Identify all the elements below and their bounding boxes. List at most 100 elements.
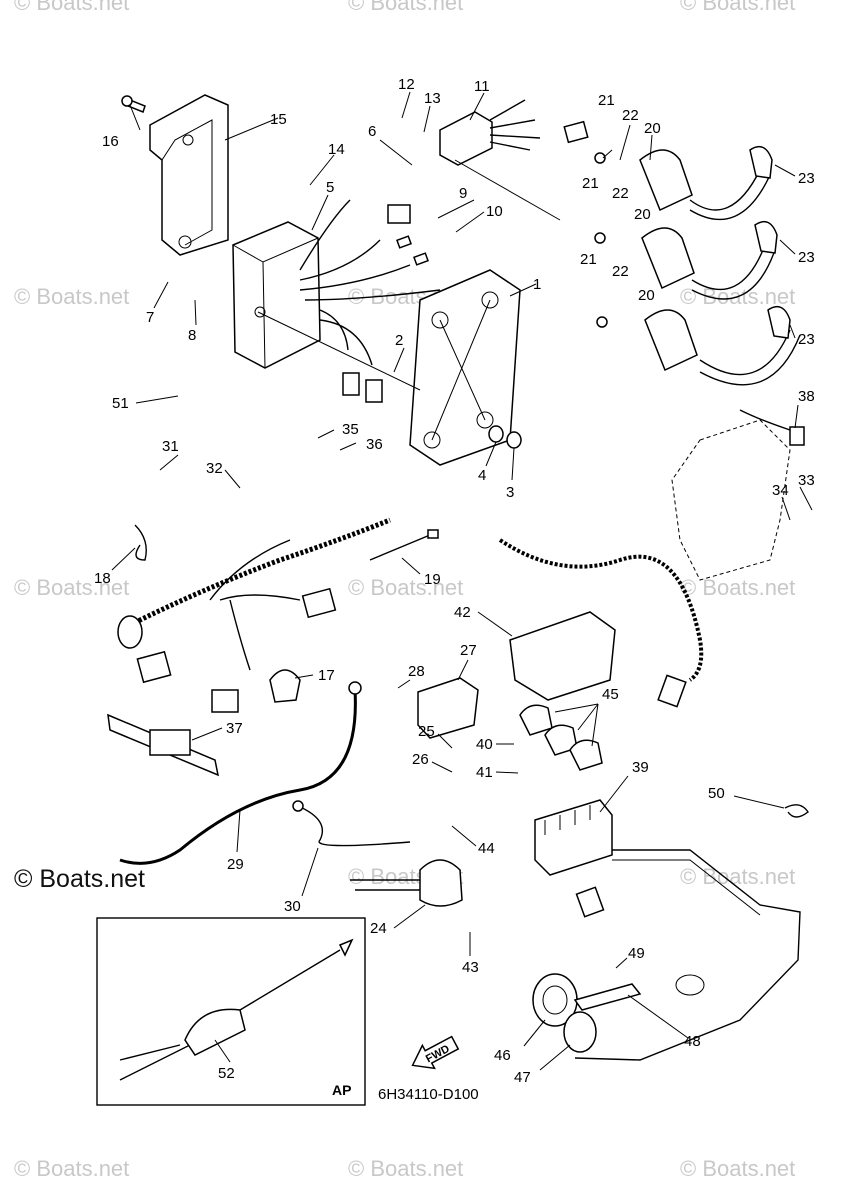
callout-7: 7 — [146, 309, 154, 326]
clip-part-18 — [134, 524, 147, 561]
leader-line — [257, 311, 421, 391]
plug-caps-part-23 — [689, 145, 801, 386]
callout-40: 40 — [476, 736, 493, 753]
callout-23c: 23 — [798, 331, 815, 348]
watermark-bottom-center: © Boats.net — [348, 1156, 464, 1181]
watermark-top-right: © Boats.net — [680, 0, 796, 15]
clamp-part-17 — [269, 669, 301, 703]
watermark-mid-left: © Boats.net — [14, 284, 130, 309]
callout-22b: 22 — [612, 185, 629, 202]
callout-44: 44 — [478, 840, 495, 857]
callout-14: 14 — [328, 141, 345, 158]
callout-24: 24 — [370, 920, 387, 937]
callout-35: 35 — [342, 421, 359, 438]
relay-block-part-39 — [534, 799, 613, 918]
callout-18: 18 — [94, 570, 111, 587]
watermark-foreground: © Boats.net — [14, 865, 145, 893]
callout-52: 52 — [218, 1065, 235, 1082]
watermark-bottom-left: © Boats.net — [14, 1156, 130, 1181]
ignition-coils-part-20 — [639, 149, 698, 372]
callout-23a: 23 — [798, 170, 815, 187]
callout-45: 45 — [602, 686, 619, 703]
cover-part-15 — [149, 94, 229, 256]
inset-label: AP — [332, 1082, 351, 1098]
watermark-row3-center: © Boats.net — [348, 575, 464, 600]
watermark-top-left: © Boats.net — [14, 0, 130, 15]
callout-5: 5 — [326, 179, 334, 196]
bolt-part-16 — [121, 95, 146, 113]
callout-48: 48 — [684, 1033, 701, 1050]
callout-9: 9 — [459, 185, 467, 202]
callout-29: 29 — [227, 856, 244, 873]
fwd-arrow — [411, 1035, 460, 1070]
callout-33: 33 — [798, 472, 815, 489]
engine-outline — [671, 419, 791, 581]
callout-1: 1 — [533, 276, 541, 293]
cdi-unit-part-5 — [232, 199, 441, 403]
bolts-part-21 — [594, 152, 608, 328]
callout-27: 27 — [460, 642, 477, 659]
callout-43: 43 — [462, 959, 479, 976]
caps-part-45 — [519, 704, 603, 771]
callout-25: 25 — [418, 723, 435, 740]
callout-20b: 20 — [634, 206, 651, 223]
callout-46: 46 — [494, 1047, 511, 1064]
callout-17: 17 — [318, 667, 335, 684]
leader-lines — [111, 91, 813, 1071]
part-code: 6H34110-D100 — [378, 1086, 479, 1103]
callout-3: 3 — [506, 484, 514, 501]
callout-51: 51 — [112, 395, 129, 412]
relay-part-24 — [350, 859, 463, 907]
callout-21a: 21 — [598, 92, 615, 109]
callout-20c: 20 — [638, 287, 655, 304]
callout-16: 16 — [102, 133, 119, 150]
main-harness-part-31 — [117, 517, 704, 713]
callout-36: 36 — [366, 436, 383, 453]
watermark-row4-right: © Boats.net — [680, 864, 796, 889]
callout-4: 4 — [478, 467, 486, 484]
callout-22c: 22 — [612, 263, 629, 280]
callout-20a: 20 — [644, 120, 661, 137]
bottom-cowling — [574, 849, 801, 1061]
tie-part-19 — [369, 529, 439, 561]
callout-15: 15 — [270, 111, 287, 128]
callout-2: 2 — [395, 332, 403, 349]
watermark-bottom-right: © Boats.net — [680, 1156, 796, 1181]
callout-8: 8 — [188, 327, 196, 344]
plate-part-48 — [573, 983, 642, 1011]
callout-10: 10 — [486, 203, 503, 220]
ring-part-47 — [563, 1011, 597, 1053]
rectifier-part-11 — [439, 99, 589, 221]
callout-47: 47 — [514, 1069, 531, 1086]
callout-31: 31 — [162, 438, 179, 455]
cover-part-42 — [509, 611, 616, 701]
clip-part-50 — [784, 804, 809, 818]
fwd-label: FWD — [424, 1043, 452, 1065]
callout-22a: 22 — [622, 107, 639, 124]
watermark-row3-left: © Boats.net — [14, 575, 130, 600]
callout-21b: 21 — [582, 175, 599, 192]
callout-19: 19 — [424, 571, 441, 588]
inset-box — [96, 917, 366, 1106]
callout-labels: 1 2 3 4 5 6 7 8 9 10 11 12 13 14 15 16 1… — [94, 76, 815, 1086]
callout-26: 26 — [412, 751, 429, 768]
watermark-top-center: © Boats.net — [348, 0, 464, 15]
callout-11: 11 — [474, 78, 490, 95]
callout-34: 34 — [772, 482, 789, 499]
bracket-part-1 — [409, 269, 522, 466]
callout-30: 30 — [284, 898, 301, 915]
callout-41: 41 — [476, 764, 493, 781]
callout-23b: 23 — [798, 249, 815, 266]
callout-12: 12 — [398, 76, 415, 93]
callout-21c: 21 — [580, 251, 597, 268]
callout-6: 6 — [368, 123, 376, 140]
callout-13: 13 — [424, 90, 441, 107]
callout-50: 50 — [708, 785, 725, 802]
callout-49: 49 — [628, 945, 645, 962]
lead-part-29 — [119, 681, 362, 865]
bracket-part-37 — [107, 713, 220, 777]
callout-39: 39 — [632, 759, 649, 776]
callout-28: 28 — [408, 663, 425, 680]
callout-42: 42 — [454, 604, 471, 621]
